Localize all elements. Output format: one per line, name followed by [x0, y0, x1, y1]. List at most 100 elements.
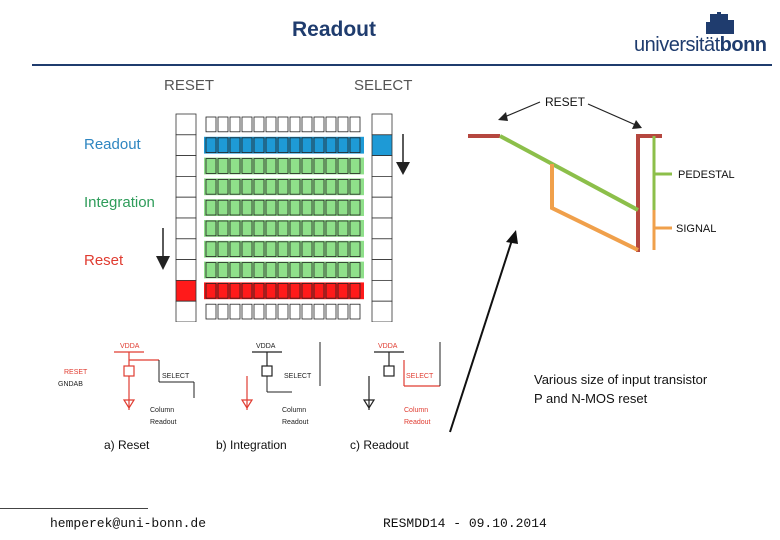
pixel-cell — [241, 303, 253, 320]
reset-column-label: RESET — [164, 77, 214, 94]
circuit-reset: VDDA RESET GNDAB SELECT Column Readout a… — [58, 343, 195, 452]
pixel-cell — [265, 220, 277, 237]
pixel-cell — [349, 199, 361, 216]
pixel-cell — [277, 262, 289, 278]
pixel-cell — [229, 137, 241, 154]
pixel-cell — [277, 199, 289, 216]
circuit-readout: VDDA SELECT Column Readout c) Readout — [350, 342, 441, 452]
pixel-cell — [337, 220, 349, 237]
pixel-cell — [217, 179, 229, 195]
pixel-cell — [325, 116, 337, 133]
pixel-cell — [217, 116, 229, 133]
pixel-cell — [241, 199, 253, 216]
pixel-cell — [277, 158, 289, 174]
pixel-cell — [301, 220, 313, 237]
waveform-signal-path — [550, 164, 639, 252]
circuit-b-column-label: Column — [282, 407, 306, 414]
circuit-a-column-label: Column — [150, 407, 174, 414]
reset-line-cell — [175, 155, 197, 177]
note-line-1: Various size of input transistor — [534, 372, 708, 387]
logo-wordmark: universitätbonn — [634, 34, 767, 57]
pixel-cell — [253, 199, 265, 216]
waveform-pedestal-slope — [499, 134, 639, 212]
pixel-cell — [313, 241, 325, 258]
pixel-cell — [337, 179, 349, 195]
pixel-cell — [229, 179, 241, 195]
note-line-2: P and N-MOS reset — [534, 391, 648, 406]
select-line-cell — [371, 196, 393, 219]
pixel-cell — [313, 220, 325, 237]
select-line-cell — [371, 279, 393, 302]
logo-text-universitaet: universität — [634, 34, 720, 56]
pixel-cell — [277, 179, 289, 195]
pixel-cell — [325, 137, 337, 154]
select-line-cell — [371, 300, 393, 322]
pixel-cell — [205, 179, 217, 195]
pixel-cell — [205, 303, 217, 320]
select-scan-arrow-head — [396, 162, 410, 175]
pixel-cell — [253, 137, 265, 154]
reset-line-cell — [175, 279, 197, 302]
pixel-cell — [289, 199, 301, 216]
pixel-cell — [241, 116, 253, 133]
pixel-cell — [265, 282, 277, 299]
pixel-cell — [349, 116, 361, 133]
pixel-cell — [229, 158, 241, 174]
circuit-a-gndab-label: GNDAB — [58, 381, 83, 388]
slide-title: Readout — [292, 18, 376, 41]
select-line-cell — [371, 259, 393, 281]
pixel-cell — [277, 116, 289, 133]
select-line-cell — [371, 134, 393, 156]
reset-line-cell — [175, 134, 197, 156]
row-label-reset: Reset — [84, 252, 124, 269]
reset-line-cell — [175, 300, 197, 322]
pixel-cell — [289, 116, 301, 133]
pixel-cell — [217, 137, 229, 154]
pixel-cell — [229, 303, 241, 320]
pixel-cell — [277, 137, 289, 154]
pixel-cell — [277, 220, 289, 237]
circuit-integration: VDDA SELECT Column Readout b) Integratio… — [216, 342, 321, 452]
pixel-cell — [205, 262, 217, 278]
pointer-arrow — [449, 230, 518, 433]
select-line-cell — [371, 155, 393, 177]
pixel-cell — [205, 199, 217, 216]
pixel-cell — [217, 199, 229, 216]
pixel-cell — [349, 137, 361, 154]
pixel-cell — [229, 262, 241, 278]
pixel-cell — [337, 137, 349, 154]
pixel-cell — [337, 303, 349, 320]
pixel-cell — [349, 179, 361, 195]
pixel-cell — [265, 116, 277, 133]
pixel-cell — [217, 220, 229, 237]
pixel-cell — [217, 303, 229, 320]
pixel-cell — [289, 303, 301, 320]
pixel-cell — [253, 262, 265, 278]
caption-readout: c) Readout — [350, 438, 409, 452]
footer-email: hemperek@uni-bonn.de — [50, 516, 207, 531]
pixel-cell — [253, 303, 265, 320]
pixel-cell — [289, 179, 301, 195]
pixel-cell — [241, 282, 253, 299]
pixel-cell — [265, 241, 277, 258]
university-logo — [706, 12, 734, 34]
reset-line-cell — [175, 238, 197, 261]
circuit-b-vdda-label: VDDA — [256, 343, 276, 350]
pixel-cell — [301, 282, 313, 299]
pixel-cell — [229, 199, 241, 216]
pixel-cell — [253, 220, 265, 237]
circuit-b-readout-label: Readout — [282, 419, 309, 426]
pixel-cell — [289, 282, 301, 299]
pixel-cell — [253, 241, 265, 258]
select-column-label: SELECT — [354, 77, 412, 94]
pixel-cell — [301, 158, 313, 174]
pixel-cell — [277, 282, 289, 299]
pixel-cell — [205, 282, 217, 299]
pixel-circuit-schematics: VDDA RESET GNDAB SELECT Column Readout a… — [58, 342, 441, 452]
pixel-cell — [265, 137, 277, 154]
pixel-cell — [325, 282, 337, 299]
pixel-cell — [325, 158, 337, 174]
pixel-cell — [277, 241, 289, 258]
pixel-cell — [217, 158, 229, 174]
pixel-cell — [325, 241, 337, 258]
